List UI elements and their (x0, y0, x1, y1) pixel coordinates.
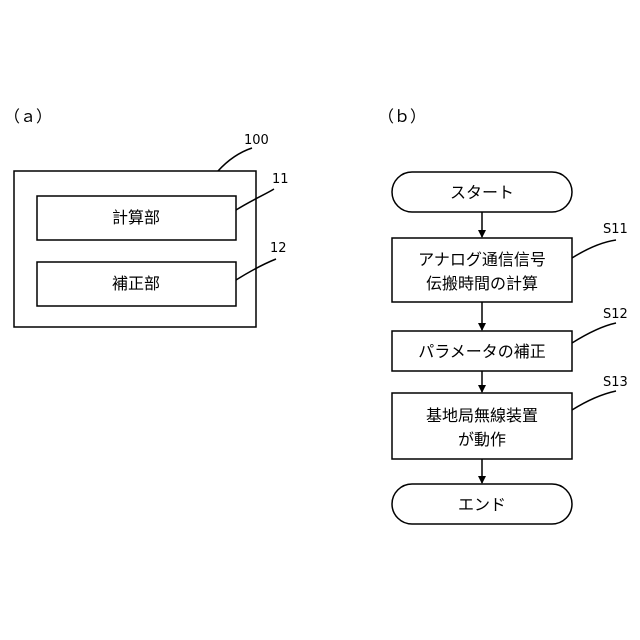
panel-b-label: （ｂ） (378, 107, 426, 126)
step-s13-ref-leader (572, 391, 616, 410)
step-s11-line-1: アナログ通信信号 (418, 250, 546, 269)
step-s12-line-1: パラメータの補正 (418, 342, 546, 361)
step-s11-line-2: 伝搬時間の計算 (426, 274, 538, 293)
start-label: スタート (450, 183, 514, 202)
step-s13-ref-number: S13 (603, 375, 628, 390)
correction-unit-label: 補正部 (112, 274, 160, 293)
outer-ref-leader (218, 148, 252, 171)
step-s13-box (392, 393, 572, 459)
outer-ref-number: 100 (244, 133, 269, 148)
panel-a: （ａ） 100 計算部 11 補正部 12 (4, 107, 289, 327)
correction-unit-ref-number: 12 (270, 241, 287, 256)
step-s13-line-1: 基地局無線装置 (426, 406, 538, 425)
calculation-unit-label: 計算部 (112, 208, 160, 227)
step-s11-ref-leader (572, 240, 616, 258)
step-s12-ref-number: S12 (603, 307, 628, 322)
step-s11-ref-number: S11 (603, 222, 628, 237)
calculation-unit-ref-number: 11 (272, 172, 289, 187)
end-label: エンド (458, 495, 506, 514)
step-s13-line-2: が動作 (458, 430, 506, 449)
panel-a-label: （ａ） (4, 107, 52, 126)
panel-b: （ｂ） スタート アナログ通信信号 伝搬時間の計算 S11 パラメータの補正 S… (378, 107, 628, 524)
step-s12-ref-leader (572, 323, 616, 343)
